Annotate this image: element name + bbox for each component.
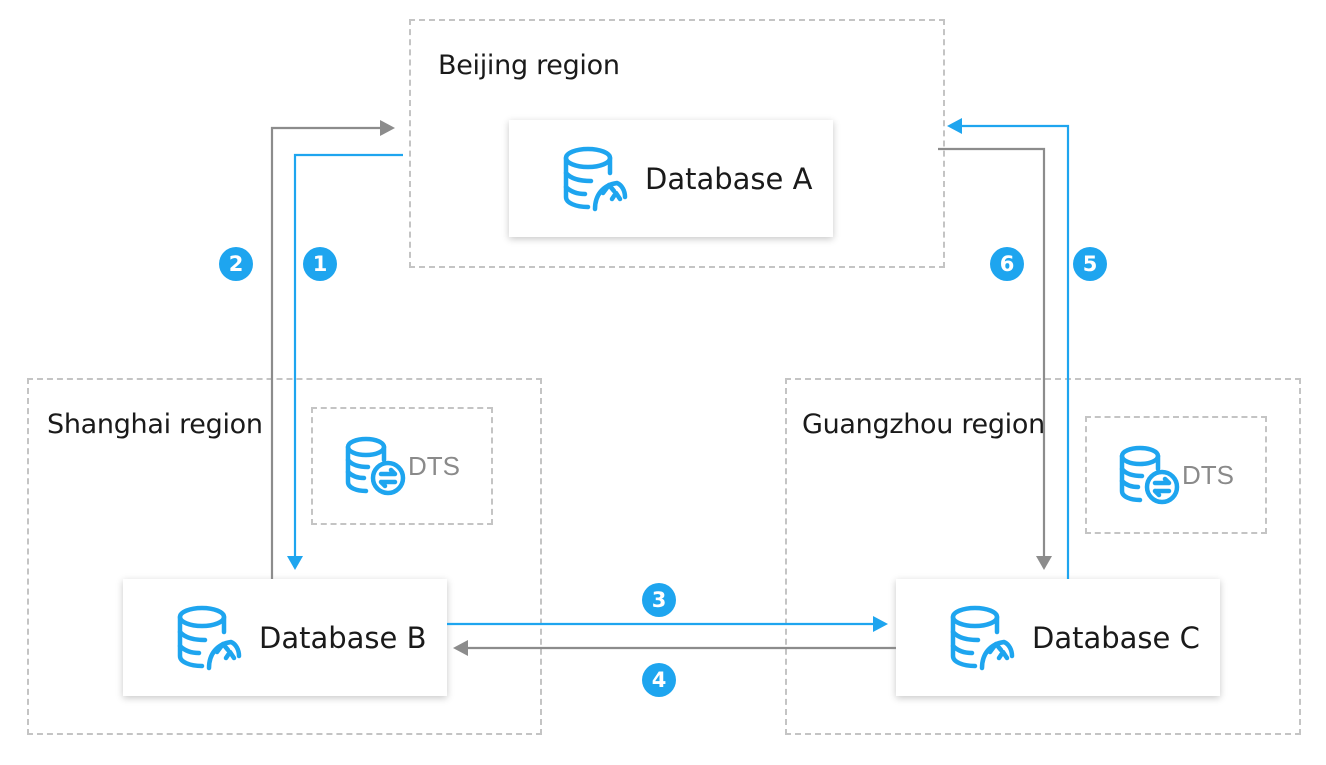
beijing-region-label: Beijing region [438, 50, 620, 81]
shanghai-region [27, 378, 542, 735]
dts-sync-icon [345, 436, 406, 496]
database-sync-icon [177, 605, 242, 670]
dts-sync-icon [1119, 445, 1180, 505]
step-badge-3: 3 [642, 583, 676, 617]
flow-4-arrow [453, 640, 896, 656]
database-sync-icon [950, 605, 1015, 670]
step-badge-1: 1 [303, 247, 337, 281]
step-badge-5: 5 [1073, 247, 1107, 281]
dts-guangzhou-label: DTS [1182, 459, 1234, 490]
database-c-label: Database C [1032, 620, 1200, 655]
flow-3-arrow [447, 616, 888, 632]
shanghai-region-label: Shanghai region [47, 409, 263, 440]
flow-2-arrow [270, 120, 395, 579]
database-sync-icon [563, 146, 628, 211]
step-badge-4: 4 [642, 663, 676, 697]
guangzhou-region-label: Guangzhou region [802, 409, 1045, 440]
database-a: Database A [509, 120, 833, 237]
database-b: Database B [123, 579, 447, 696]
flow-5-arrow [947, 118, 1070, 579]
dts-shanghai: DTS [311, 407, 493, 525]
database-a-label: Database A [645, 161, 813, 196]
beijing-region [409, 19, 945, 268]
step-badge-6: 6 [990, 247, 1024, 281]
database-b-label: Database B [259, 620, 427, 655]
flow-1-arrow [287, 153, 403, 570]
dts-shanghai-label: DTS [408, 450, 460, 481]
flow-6-arrow [938, 147, 1052, 570]
dts-guangzhou: DTS [1085, 416, 1267, 534]
step-badge-2: 2 [219, 247, 253, 281]
database-c: Database C [896, 579, 1220, 696]
